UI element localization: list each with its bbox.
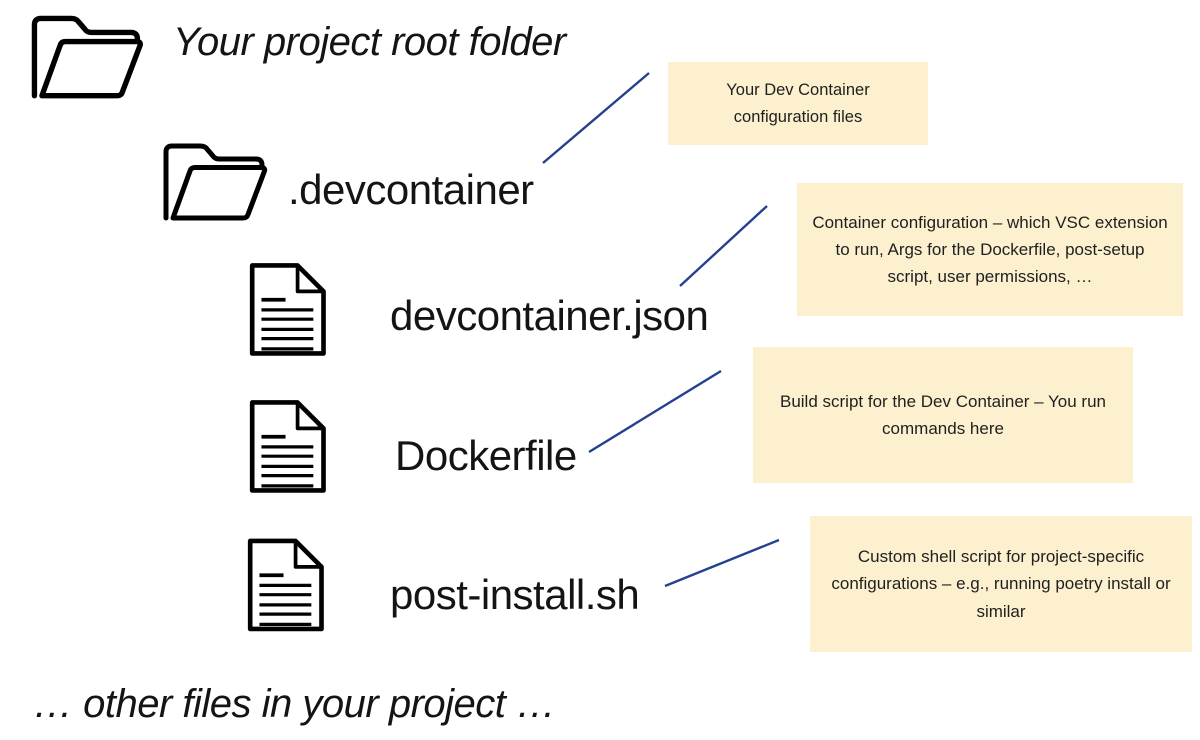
- callout-post-install-sh: Custom shell script for project-specific…: [810, 516, 1192, 652]
- footer-other-files-note: … other files in your project …: [33, 682, 556, 726]
- devcontainer-json-file-label: devcontainer.json: [390, 292, 709, 339]
- post-install-sh-file-icon: [240, 532, 328, 637]
- dockerfile-file-icon: [242, 396, 330, 496]
- callout-devcontainer-json-text: Container configuration – which VSC exte…: [812, 212, 1168, 287]
- root-folder-label: Your project root folder: [173, 20, 566, 64]
- devcontainer-folder-label: .devcontainer: [288, 166, 534, 213]
- connector-devcontainer-folder: [542, 72, 650, 164]
- connector-dockerfile: [588, 369, 722, 454]
- devcontainer-folder-icon: [160, 138, 270, 224]
- callout-dockerfile: Build script for the Dev Container – You…: [753, 347, 1133, 483]
- dockerfile-file-label: Dockerfile: [395, 432, 577, 479]
- connector-post-install-sh: [664, 538, 780, 588]
- callout-devcontainer-folder-text: Your Dev Container configuration files: [726, 81, 870, 126]
- callout-dockerfile-text: Build script for the Dev Container – You…: [779, 391, 1107, 438]
- post-install-sh-file-label: post-install.sh: [390, 571, 640, 618]
- root-folder-icon: [28, 2, 146, 110]
- connector-devcontainer-json: [679, 205, 768, 287]
- callout-devcontainer-json: Container configuration – which VSC exte…: [797, 183, 1183, 316]
- callout-devcontainer-folder: Your Dev Container configuration files: [668, 62, 928, 145]
- devcontainer-json-file-icon: [242, 259, 330, 359]
- callout-post-install-sh-text: Custom shell script for project-specific…: [831, 547, 1171, 621]
